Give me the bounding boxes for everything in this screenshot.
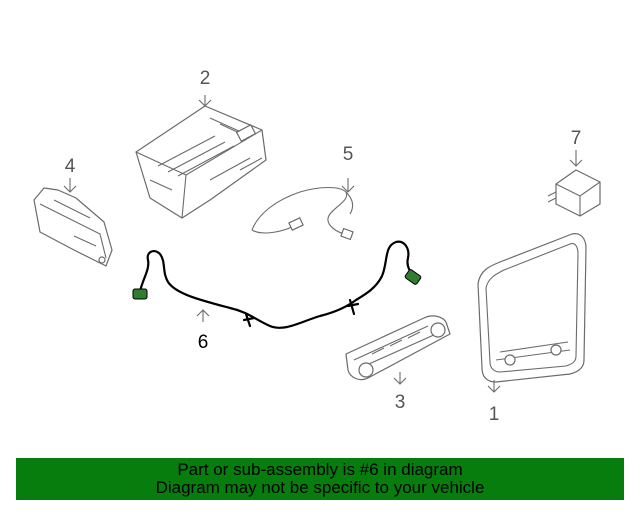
- part-3-control-panel: [345, 315, 451, 385]
- part-4-bracket: [33, 178, 113, 267]
- callout-2: 2: [200, 68, 211, 89]
- info-banner: Part or sub-assembly is #6 in diagram Di…: [16, 458, 624, 500]
- callout-7: 7: [571, 128, 582, 149]
- part-7-module: [547, 150, 601, 217]
- part-2-receiver-unit: [135, 95, 267, 219]
- callout-3: 3: [395, 392, 406, 413]
- part-6-wiring-harness: [132, 240, 422, 329]
- callout-6: 6: [198, 332, 209, 353]
- part-5-antenna-cable: [251, 178, 355, 241]
- callout-1: 1: [489, 404, 500, 425]
- callout-5: 5: [343, 144, 354, 165]
- harness-connector-right: [404, 269, 422, 285]
- callout-4: 4: [65, 156, 76, 177]
- part-1-bezel: [477, 233, 587, 393]
- banner-line-2: Diagram may not be specific to your vehi…: [155, 478, 485, 497]
- banner-line-1: Part or sub-assembly is #6 in diagram: [177, 460, 463, 479]
- harness-connector-left: [132, 288, 148, 300]
